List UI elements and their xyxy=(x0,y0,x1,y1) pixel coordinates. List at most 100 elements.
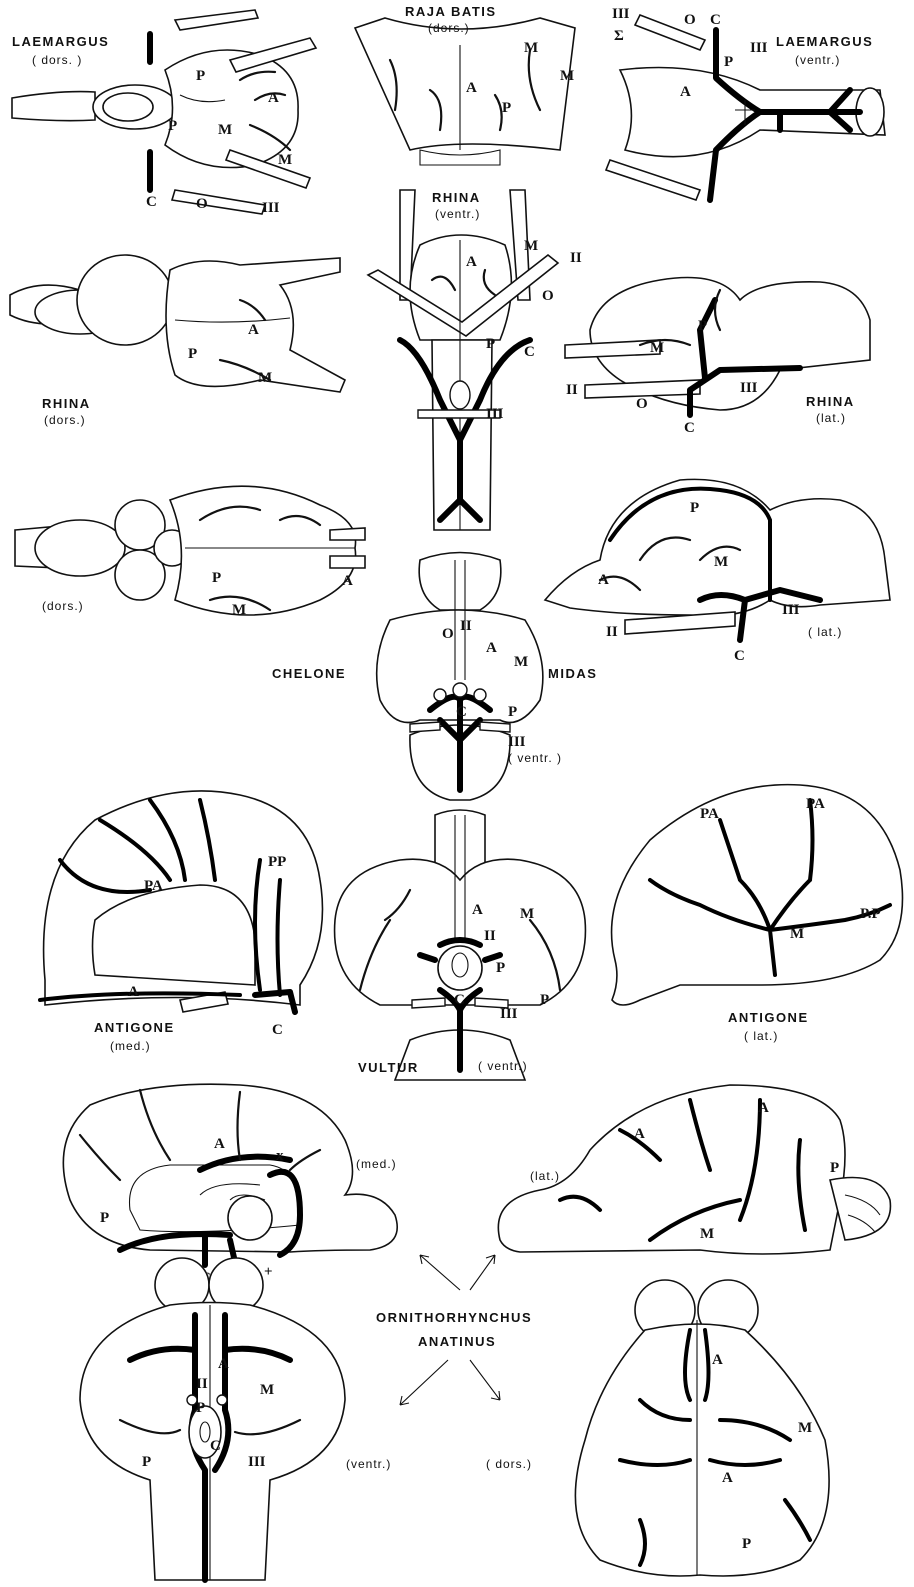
laemargus-dors-letter-c: C xyxy=(146,194,157,210)
antigone-med-letter-pa: PA xyxy=(144,878,163,894)
chelone-ventr-view: ( ventr. ) xyxy=(508,751,562,765)
rhina-lat-view: (lat.) xyxy=(816,411,846,425)
antigone-lat-letter-pa2: PA xyxy=(806,796,825,812)
ornitho-ventr-letter-p: P xyxy=(196,1400,205,1416)
raja-letter-m2: M xyxy=(560,68,574,84)
chelone-lat-letter-c: C xyxy=(734,648,745,664)
rhina-ventr-letter-iii: III xyxy=(486,406,504,422)
chelone-ventr-letter-o: O xyxy=(442,626,454,642)
vultur-letter-p2: P xyxy=(540,992,549,1008)
rhina-dors-letter-p: P xyxy=(188,346,197,362)
ornitho-ventr-letter-m: M xyxy=(260,1382,274,1398)
laemargus-ventr-letter-iii: III xyxy=(612,6,630,22)
laemargus-dors-letter-m2: M xyxy=(278,152,292,168)
rhina-lat-letter-o: O xyxy=(636,396,648,412)
laemargus-ventr-name: LAEMARGUS xyxy=(776,34,873,49)
antigone-lat-letter-pa: PA xyxy=(700,806,719,822)
ornitho-med-view: (med.) xyxy=(356,1157,397,1171)
raja-letter-p: P xyxy=(502,100,511,116)
midas-name: MIDAS xyxy=(548,666,597,681)
rhina-ventr-view: (ventr.) xyxy=(435,207,480,221)
chelone-lat-letter-a: A xyxy=(598,572,609,588)
laemargus-dors-letter-a: A xyxy=(268,90,279,106)
ornitho-dors-letter-a2: A xyxy=(722,1470,733,1486)
chelone-lat-letter-m: M xyxy=(714,554,728,570)
antigone-med-view: (med.) xyxy=(110,1039,151,1053)
chelone-dors-letter-m: M xyxy=(232,602,246,618)
laemargus-ventr-view: (ventr.) xyxy=(795,53,840,67)
rhina-lat-letter-p: P xyxy=(698,318,707,334)
ornitho-ventr-view: (ventr.) xyxy=(346,1457,391,1471)
laemargus-dors-letter-m: M xyxy=(218,122,232,138)
antigone-lateral-drawing xyxy=(612,785,903,1005)
rhina-lat-name: RHINA xyxy=(806,394,855,409)
vultur-letter-p: P xyxy=(496,960,505,976)
rhina-ventr-letter-m: M xyxy=(524,238,538,254)
vultur-letter-c: C xyxy=(454,992,465,1008)
antigone-medial-drawing xyxy=(40,791,323,1012)
rhina-dors-letter-m: M xyxy=(258,370,272,386)
antigone-med-name: ANTIGONE xyxy=(94,1020,175,1035)
raja-letter-a: A xyxy=(466,80,477,96)
vultur-letter-m: M xyxy=(520,906,534,922)
raja-batis-view: (dors.) xyxy=(428,21,470,35)
chelone-dorsal-drawing xyxy=(15,486,365,615)
chelone-dors-letter-a: A xyxy=(342,573,353,589)
rhina-ventr-letter-ii: II xyxy=(570,250,582,266)
antigone-med-letter-pp: PP xyxy=(268,854,286,870)
chelone-lat-view: ( lat.) xyxy=(808,625,842,639)
antigone-lat-view: ( lat.) xyxy=(744,1029,778,1043)
ornitho-lat-letter-m: M xyxy=(700,1226,714,1242)
ornitho-med-letter-p: P xyxy=(100,1210,109,1226)
ornitho-dors-letter-m: M xyxy=(798,1420,812,1436)
antigone-lat-letter-m: M xyxy=(790,926,804,942)
laemargus-dors-view: ( dors. ) xyxy=(32,53,82,67)
ornitho-lat-letter-a2: A xyxy=(634,1126,645,1142)
ornitho-lat-view: (lat.) xyxy=(530,1169,560,1183)
laemargus-ventr-letter-o: O xyxy=(684,12,696,28)
chelone-lat-letter-p: P xyxy=(690,500,699,516)
vultur-letter-a: A xyxy=(472,902,483,918)
vultur-letter-ii: II xyxy=(484,928,496,944)
ornitho-med-letter-x: x xyxy=(276,1148,284,1164)
ornitho-lat-letter-p: P xyxy=(830,1160,839,1176)
ornitho-med-letter-a: A xyxy=(214,1136,225,1152)
ornitho-ventr-letter-p2: P xyxy=(142,1454,151,1470)
chelone-ventr-letter-ii: II xyxy=(460,618,472,634)
rhina-ventr-letter-a: A xyxy=(466,254,477,270)
rhina-ventr-letter-c: C xyxy=(524,344,535,360)
raja-letter-m: M xyxy=(524,40,538,56)
antigone-lat-name: ANTIGONE xyxy=(728,1010,809,1025)
laemargus-dors-letter-o: O xyxy=(196,196,208,212)
ornitho-title-line1: ORNITHORHYNCHUS xyxy=(376,1310,532,1325)
rhina-dors-name: RHINA xyxy=(42,396,91,411)
ornitho-ventr-letter-c: C xyxy=(210,1438,221,1454)
rhina-dors-letter-a: A xyxy=(248,322,259,338)
ornitho-med-letter-plus: + xyxy=(264,1264,273,1280)
laemargus-ventr-letter-sigma: Σ xyxy=(614,28,624,44)
laemargus-dors-letter-p: P xyxy=(196,68,205,84)
chelone-ventr-letter-m: M xyxy=(514,654,528,670)
laemargus-dors-name: LAEMARGUS xyxy=(12,34,109,49)
antigone-med-letter-c: C xyxy=(272,1022,283,1038)
chelone-ventr-letter-iii: III xyxy=(508,734,526,750)
ornitho-title-line2: ANATINUS xyxy=(418,1334,496,1349)
ornitho-dorsal-drawing xyxy=(575,1280,829,1576)
laemargus-ventr-letter-c: C xyxy=(710,12,721,28)
rhina-lat-letter-ii: II xyxy=(566,382,578,398)
vultur-view: ( ventr.) xyxy=(478,1059,528,1073)
ornitho-ventral-drawing xyxy=(80,1258,345,1580)
laemargus-ventr-letter-iii2: III xyxy=(750,40,768,56)
vultur-ventral-drawing xyxy=(335,810,586,1080)
ornitho-dors-letter-p: P xyxy=(742,1536,751,1552)
chelone-ventr-letter-c: C xyxy=(456,704,467,720)
vultur-letter-iii: III xyxy=(500,1006,518,1022)
ornitho-ventr-letter-iii: III xyxy=(248,1454,266,1470)
raja-batis-name: RAJA BATIS xyxy=(405,4,497,19)
antigone-lat-letter-pp: P.P xyxy=(860,906,881,922)
laemargus-dors-letter-p2: P xyxy=(168,118,177,134)
rhina-ventr-letter-o: O xyxy=(542,288,554,304)
raja-batis-drawing xyxy=(355,18,575,165)
rhina-lat-letter-m: M xyxy=(650,340,664,356)
